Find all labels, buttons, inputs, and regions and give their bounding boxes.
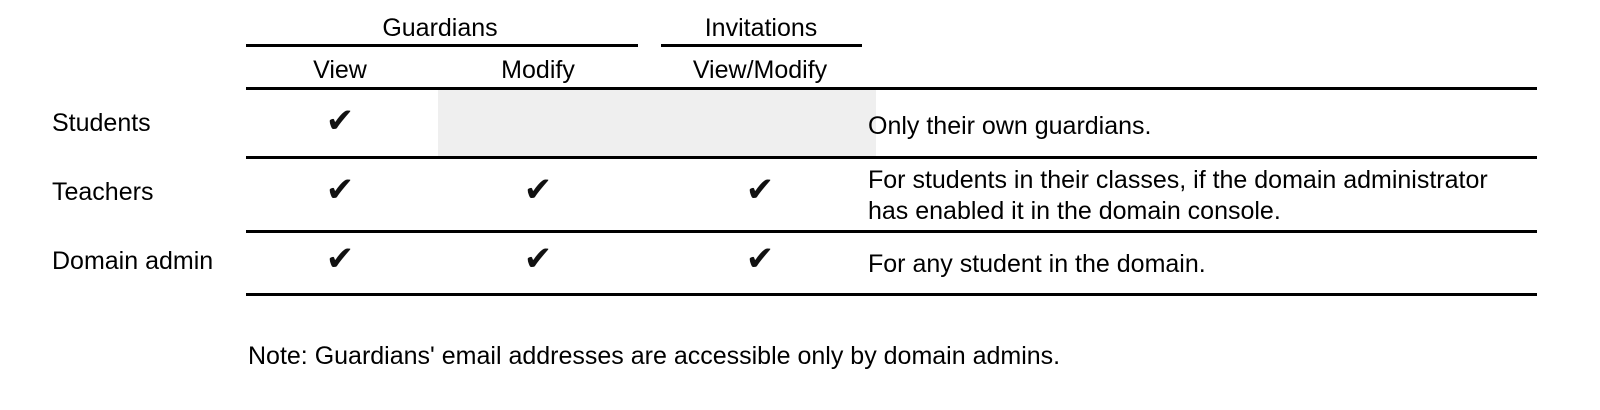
column-header-view: View [313,56,367,84]
rule-row-teachers-bottom [246,230,1537,233]
rule-header-bottom [246,87,1537,90]
column-group-header-invitations: Invitations [704,14,818,42]
rule-group-invitations [661,44,862,47]
row-description-domain-admin: For any student in the domain. [868,250,1206,278]
row-label-teachers: Teachers [52,178,154,206]
checkmark-icon-domain-admin-invitations-view-modify: ✔ [745,239,775,279]
checkmark-icon-teachers-guardians-modify: ✔ [523,170,553,210]
checkmark-icon-domain-admin-guardians-view: ✔ [325,239,355,279]
rule-group-guardians [246,44,638,47]
row-label-domain-admin: Domain admin [52,247,214,275]
checkmark-icon-domain-admin-guardians-modify: ✔ [523,239,553,279]
footer-note: Note: Guardians' email addresses are acc… [248,342,1061,370]
checkmark-icon-teachers-guardians-view: ✔ [325,170,355,210]
cell-unavailable-shading-students [438,90,876,156]
rule-row-students-bottom [246,156,1537,159]
column-group-header-guardians: Guardians [382,14,498,42]
column-header-modify: Modify [501,56,575,84]
rule-table-bottom [246,293,1537,296]
checkmark-icon-students-guardians-view: ✔ [325,101,355,141]
row-description-teachers: For students in their classes, if the do… [868,166,1488,225]
row-label-students: Students [52,109,151,137]
column-header-view-modify: View/Modify [692,56,828,84]
row-description-students: Only their own guardians. [868,112,1152,140]
checkmark-icon-teachers-invitations-view-modify: ✔ [745,170,775,210]
